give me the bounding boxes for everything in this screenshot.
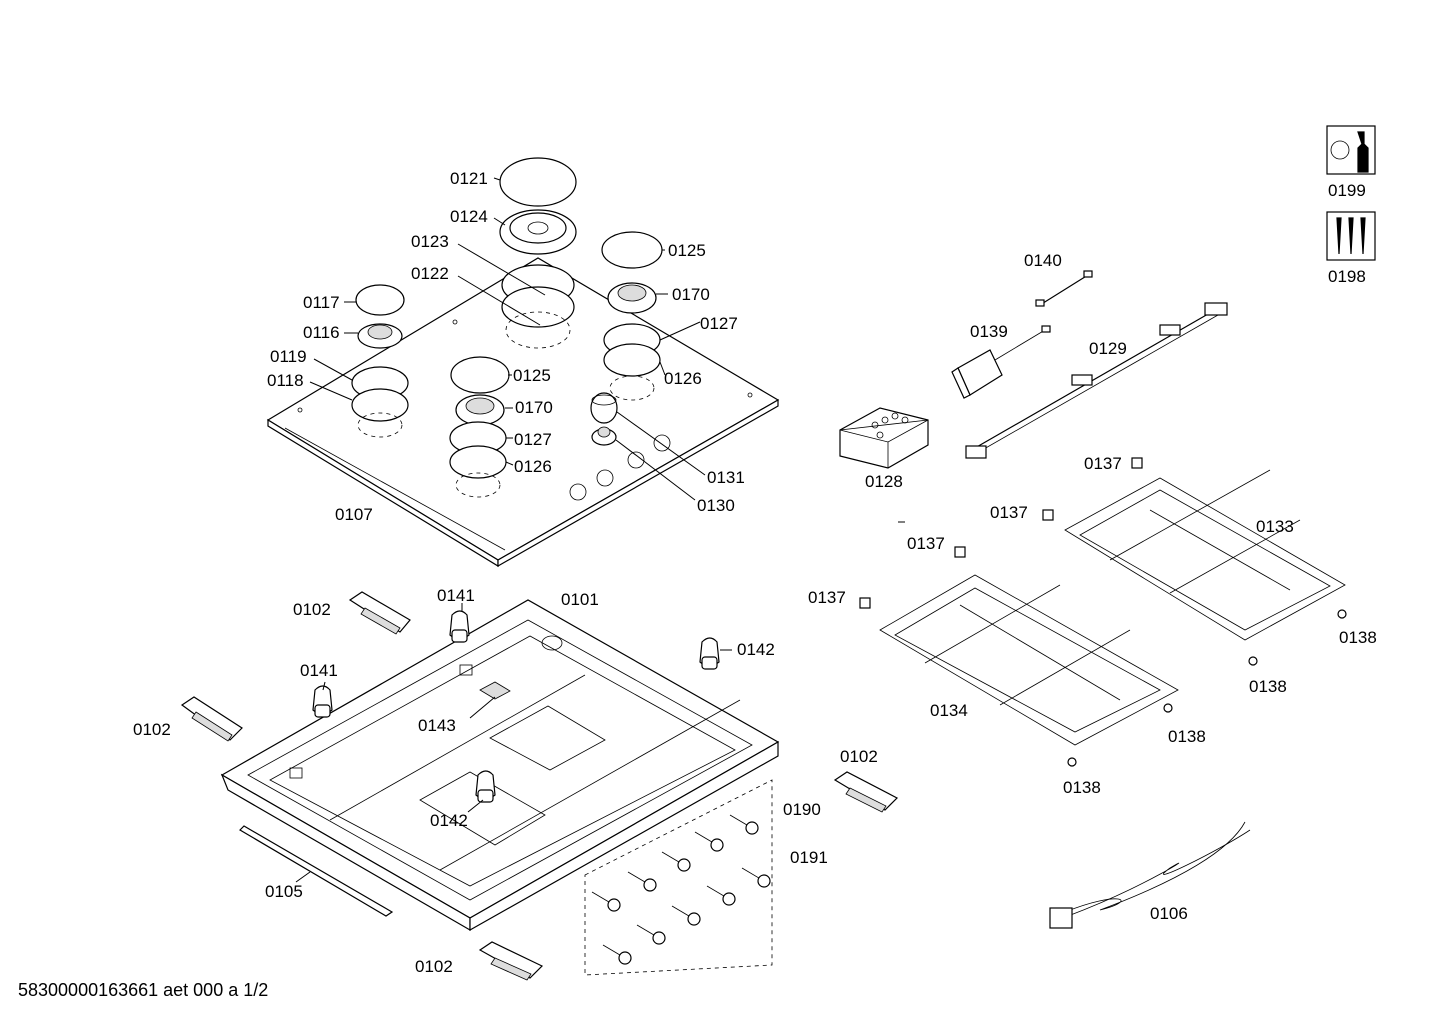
label-0127-a: 0127 [700, 314, 738, 333]
label-0128: 0128 [865, 472, 903, 491]
label-0106: 0106 [1150, 904, 1188, 923]
label-0124: 0124 [450, 207, 488, 226]
part-labels: 0121 0124 0123 0122 0117 0116 0119 0118 … [133, 169, 1377, 976]
pan-support-0133[interactable] [1064, 469, 1346, 641]
control-board[interactable] [839, 407, 929, 469]
bracket-0102-c[interactable] [833, 771, 899, 813]
label-0137-b: 0137 [990, 503, 1028, 522]
bottom-tray[interactable] [220, 599, 780, 932]
burner-left-small[interactable] [351, 284, 409, 438]
control-knob[interactable] [590, 392, 618, 446]
label-0137-c: 0137 [907, 534, 945, 553]
feet-0142-a[interactable] [699, 637, 720, 670]
label-0102-c: 0102 [840, 747, 878, 766]
label-0121: 0121 [450, 169, 488, 188]
label-0142-a: 0142 [737, 640, 775, 659]
leader-lines [295, 177, 905, 883]
label-0126-a: 0126 [664, 369, 702, 388]
label-0138-c: 0138 [1168, 727, 1206, 746]
label-0116: 0116 [303, 323, 340, 342]
label-0143: 0143 [418, 716, 456, 735]
burner-right-back[interactable] [601, 231, 663, 401]
feet-0138[interactable] [1067, 609, 1347, 767]
label-0127-b: 0127 [514, 430, 552, 449]
wire-0140[interactable] [1035, 270, 1093, 307]
label-0122: 0122 [411, 264, 449, 283]
feet-0141-b[interactable] [312, 685, 333, 718]
bracket-0102-d[interactable] [478, 941, 544, 981]
label-0141-a: 0141 [437, 586, 475, 605]
label-0133: 0133 [1256, 517, 1294, 536]
label-0137-d: 0137 [808, 588, 846, 607]
ignition-module[interactable] [951, 325, 1051, 399]
burner-front-middle[interactable] [449, 356, 510, 498]
label-0102-b: 0102 [133, 720, 171, 739]
label-0170-a: 0170 [672, 285, 710, 304]
bracket-0102-a[interactable] [348, 591, 411, 635]
label-0170-b: 0170 [515, 398, 553, 417]
label-0190: 0190 [783, 800, 821, 819]
mains-cable[interactable] [1049, 821, 1251, 929]
label-0139: 0139 [970, 322, 1008, 341]
bracket-0102-b[interactable] [180, 696, 243, 742]
wiring-harness[interactable] [965, 302, 1228, 459]
label-0125-a: 0125 [668, 241, 706, 260]
label-0123: 0123 [411, 232, 449, 251]
label-0101: 0101 [561, 590, 599, 609]
label-0129: 0129 [1089, 339, 1127, 358]
label-0191: 0191 [790, 848, 828, 867]
label-0118: 0118 [267, 371, 304, 390]
label-0102-a: 0102 [293, 600, 331, 619]
label-0126-b: 0126 [514, 457, 552, 476]
label-0141-b: 0141 [300, 661, 338, 680]
label-0142-b: 0142 [430, 811, 468, 830]
label-0117: 0117 [303, 293, 340, 312]
document-code: 58300000163661 aet 000 a 1/2 [18, 980, 269, 1000]
label-0140: 0140 [1024, 251, 1062, 270]
clips-0137[interactable] [859, 457, 1143, 609]
label-0138-a: 0138 [1339, 628, 1377, 647]
feet-0142-b[interactable] [475, 770, 496, 803]
label-0131: 0131 [707, 468, 745, 487]
wrench-nut-icon [1326, 125, 1376, 175]
pan-support-0134[interactable] [879, 574, 1179, 746]
label-0107: 0107 [335, 505, 373, 524]
label-0130: 0130 [697, 496, 735, 515]
label-0199: 0199 [1328, 181, 1366, 200]
label-0138-d: 0138 [1063, 778, 1101, 797]
label-0138-b: 0138 [1249, 677, 1287, 696]
label-0198: 0198 [1328, 267, 1366, 286]
screws-group[interactable] [584, 779, 773, 976]
label-0102-d: 0102 [415, 957, 453, 976]
screws-icon [1326, 211, 1376, 261]
label-0134: 0134 [930, 701, 968, 720]
feet-0141-a[interactable] [449, 610, 470, 643]
label-0119: 0119 [270, 347, 307, 366]
burner-large[interactable] [499, 157, 577, 349]
label-0137-a: 0137 [1084, 454, 1122, 473]
seal-strip[interactable] [239, 825, 394, 917]
label-0105: 0105 [265, 882, 303, 901]
label-0125-b: 0125 [513, 366, 551, 385]
